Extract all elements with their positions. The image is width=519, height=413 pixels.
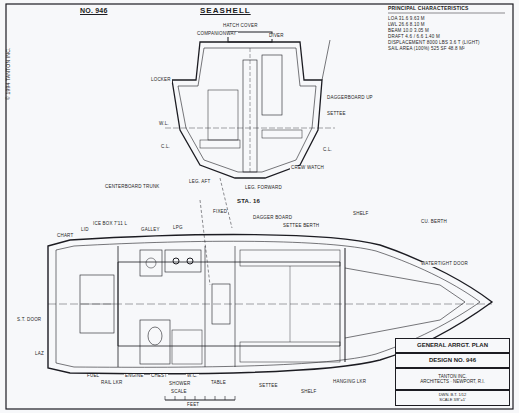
part-label: SHELF [352, 212, 370, 217]
title-block-cell: DWN. B.T. 1/12SCALE 3/8"=1' [395, 390, 510, 406]
part-label: LAZ [34, 352, 45, 357]
part-label: CU. BERTH [420, 220, 448, 225]
part-label: HANGING LKR [332, 380, 367, 385]
part-label: RAIL LKR [100, 381, 123, 386]
part-label: FIXED [212, 210, 228, 215]
title-block-text: GENERAL ARRGT. PLAN [417, 342, 488, 349]
part-label: SETTEE [326, 112, 347, 117]
part-label: DAGGERBOARD UP [326, 96, 374, 101]
part-label: NO. 946 [80, 7, 107, 14]
part-label: CENTERBOARD TRUNK [104, 185, 161, 190]
part-label: HATCH COVER [222, 24, 259, 29]
part-label: S.T. DOOR [16, 318, 42, 323]
part-label: DISPLACEMENT 8000 LBS 3.6 T (LIGHT) [388, 41, 480, 46]
part-label: CHART [56, 234, 74, 239]
part-label: C.L. [322, 148, 333, 153]
part-label: ICE BOX 7'11 L [92, 222, 128, 227]
title-block-text: ARCHITECTS · NEWPORT, R.I. [420, 379, 485, 384]
part-label: W.L. [158, 122, 170, 127]
part-label: LOA 31.6 9.63 M [388, 17, 425, 22]
part-label: © 1994 TANTON INC. [6, 47, 11, 100]
part-label: ENGINE [124, 374, 144, 379]
title-block-cell: GENERAL ARRGT. PLAN [395, 338, 510, 353]
part-label: WATERTIGHT DOOR [420, 262, 469, 267]
part-label: CHEST [150, 374, 168, 379]
station-label: STA. 16 [236, 198, 261, 204]
part-label: LID [80, 228, 90, 233]
part-label: SHELF [300, 390, 318, 395]
title-block-text: TANTON INC. [438, 374, 466, 379]
part-label: LPG [172, 226, 184, 231]
part-label: C.L. [160, 145, 171, 150]
part-label: GALLEY [140, 228, 161, 233]
part-label: DIVER [268, 34, 285, 39]
part-label: COMPANIONWAY [196, 32, 238, 37]
part-label: DAGGER BOARD [252, 216, 293, 221]
part-label: LEG. AFT [188, 180, 211, 185]
title-block-cell: TANTON INC.ARCHITECTS · NEWPORT, R.I. [395, 368, 510, 390]
part-label: LOCKER [150, 78, 172, 83]
part-label: W.C. [186, 374, 199, 379]
title-block-text: DESIGN NO. 946 [429, 357, 476, 364]
title-block-text: SCALE 3/8"=1' [439, 398, 466, 403]
part-label: PRINCIPAL CHARACTERISTICS [388, 6, 469, 11]
part-label: LWL 26.6 8.10 M [388, 23, 425, 28]
part-label: FUEL [86, 374, 100, 379]
part-label: TABLE [210, 381, 227, 386]
part-label: FEET [186, 403, 200, 408]
part-label: DRAFT 4.6 / 6.6 1.40 M [388, 35, 440, 40]
title-block-cell: DESIGN NO. 946 [395, 353, 510, 368]
part-label: SAIL AREA (100%) 525 SF 48.8 M² [388, 47, 465, 52]
part-label: BEAM 10.0 3.05 M [388, 29, 429, 34]
part-label: LEG. FORWARD [244, 186, 283, 191]
part-label: SHOWER [168, 382, 191, 387]
part-label: CREW WATCH [290, 166, 325, 171]
part-label: SETTEE BERTH [282, 224, 320, 229]
part-label: SCALE [170, 390, 188, 395]
part-label: SETTEE [258, 384, 279, 389]
drawing-title: SEASHELL [200, 7, 251, 15]
